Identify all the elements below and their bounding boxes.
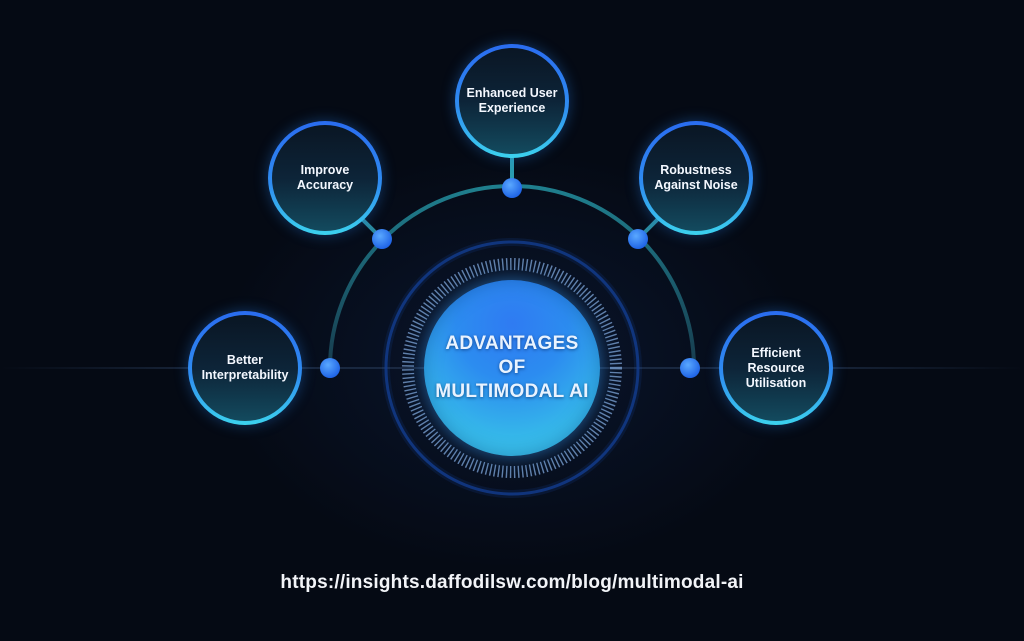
core-circle: ADVANTAGES OF MULTIMODAL AI xyxy=(424,280,600,456)
source-url: https://insights.daffodilsw.com/blog/mul… xyxy=(280,572,744,593)
tick-ring xyxy=(402,258,622,478)
outer-glow-ring xyxy=(384,240,640,496)
core-title: ADVANTAGES OF MULTIMODAL AI xyxy=(435,333,589,402)
bubble-label: Improve Accuracy xyxy=(296,163,354,192)
bubble-enhanced-user-experience: Enhanced User Experience xyxy=(455,44,569,158)
node-left xyxy=(320,358,340,378)
bubble-better-interpretability: Better Interpretability xyxy=(188,311,302,425)
bubble-label: Enhanced User Experience xyxy=(466,86,558,115)
bubble-label: Efficient Resource Utilisation xyxy=(745,345,807,390)
node-upper-left xyxy=(372,229,392,249)
node-top xyxy=(502,178,522,198)
node-upper-right xyxy=(628,229,648,249)
node-right xyxy=(680,358,700,378)
bubble-label: Robustness Against Noise xyxy=(654,163,738,192)
bubble-robustness-against-noise: Robustness Against Noise xyxy=(639,121,753,235)
bubble-efficient-resource-utilisation: Efficient Resource Utilisation xyxy=(719,311,833,425)
bubble-label: Better Interpretability xyxy=(201,353,289,382)
bubble-improve-accuracy: Improve Accuracy xyxy=(268,121,382,235)
